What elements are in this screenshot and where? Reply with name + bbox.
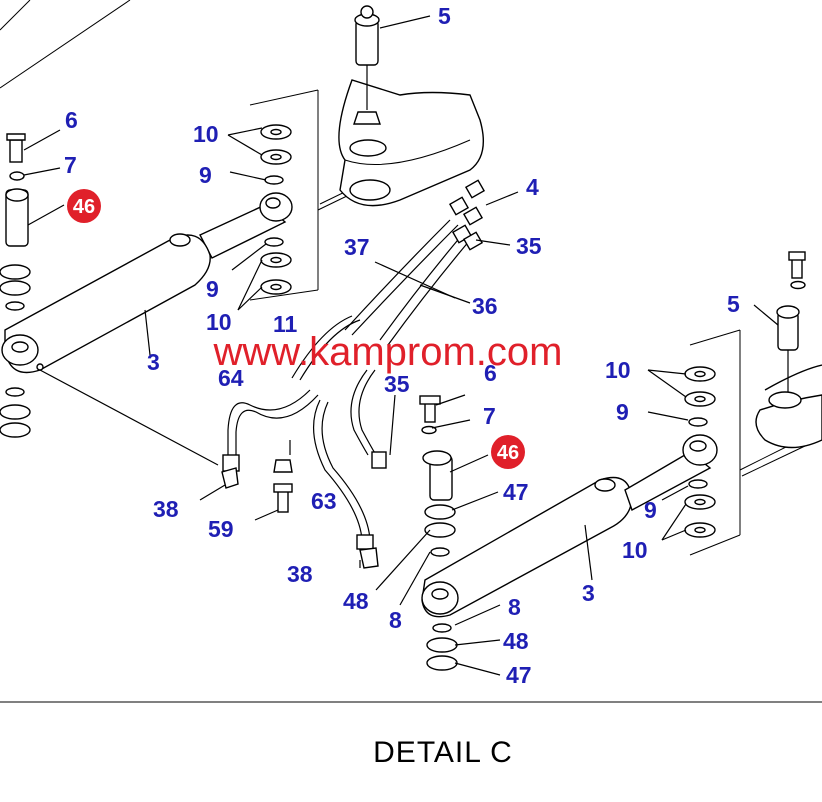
callout-5-top: 5 [438,3,451,29]
callout-48-b: 48 [503,628,529,654]
callout-8-b: 8 [508,594,521,620]
callout-36: 36 [472,293,498,319]
callout-9-d: 9 [644,497,657,523]
detail-caption: DETAIL C [373,736,513,769]
callout-3-right: 3 [582,580,595,606]
left-washers [0,133,31,438]
leader-lines [23,15,779,676]
svg-text:46: 46 [73,196,95,218]
right-bracket [755,251,822,449]
center-pin [419,395,458,671]
callout-59: 59 [208,516,234,542]
callout-64: 64 [218,365,244,391]
svg-text:46: 46 [497,442,519,464]
callout-10-a: 10 [193,121,219,147]
callout-11: 11 [273,311,298,337]
callout-8-a: 8 [389,607,402,633]
callout-38-a: 38 [153,496,179,522]
callout-9-a: 9 [199,162,212,188]
badge-46-left: 46 [67,189,101,223]
callout-7-left: 7 [64,152,77,178]
washers-left-eye [260,124,292,295]
callout-7-center: 7 [483,403,496,429]
badge-46-center: 46 [491,435,525,469]
callout-5-right: 5 [727,291,740,317]
callout-9-b: 9 [206,276,219,302]
upper-bracket [338,5,484,207]
callout-labels: 5 6 7 10 9 9 10 11 3 4 35 37 36 64 35 6 … [64,3,740,688]
fittings [448,179,486,251]
callout-6-center: 6 [484,360,497,386]
callout-35-a: 35 [516,233,542,259]
callout-6-left: 6 [65,107,78,133]
callout-35-b: 35 [384,371,410,397]
callout-48-a: 48 [343,588,369,614]
callout-37: 37 [344,234,370,260]
callout-38-b: 38 [287,561,313,587]
callout-63: 63 [311,488,337,514]
callout-10-b: 10 [206,309,232,335]
right-cylinder [421,434,718,618]
bolt-nut [273,459,293,513]
callout-10-d: 10 [622,537,648,563]
callout-4: 4 [526,174,539,200]
callout-10-c: 10 [605,357,631,383]
watermark-text: www.kamprom.com [213,330,563,374]
callout-47-b: 47 [506,662,532,688]
left-cylinder [1,192,293,374]
callout-47-a: 47 [503,479,529,505]
callout-9-c: 9 [616,399,629,425]
callout-3-left: 3 [147,349,160,375]
